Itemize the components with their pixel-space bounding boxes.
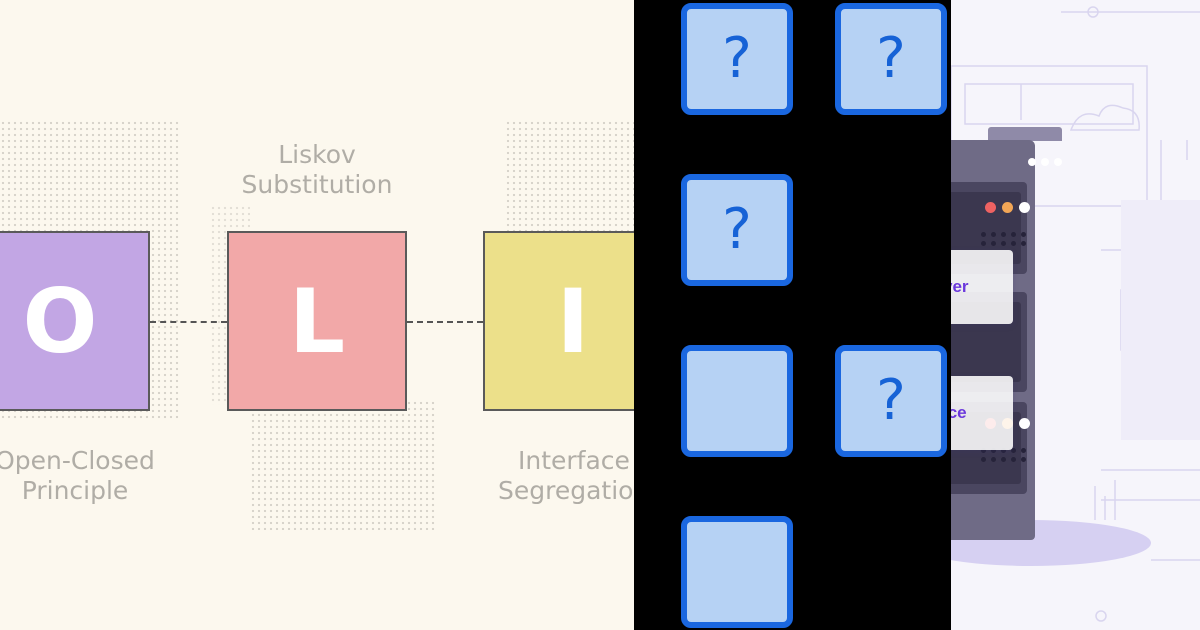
letter-i: I <box>556 269 590 373</box>
vent-grille <box>981 448 1027 462</box>
liskov-substitution-label: Liskov Substitution <box>241 140 393 199</box>
dashed-connector <box>407 321 483 323</box>
question-mark: ? <box>722 26 752 91</box>
status-leds <box>985 202 1030 213</box>
server-cabinet-cap <box>988 127 1062 141</box>
server-illustration-panel: ver ice <box>951 0 1200 630</box>
question-grid-panel: ? ? ? ? <box>634 0 951 630</box>
server-label-card: ver <box>951 250 1013 324</box>
background-line-art <box>951 6 1200 622</box>
question-card[interactable]: ? <box>681 3 793 115</box>
letter-l-box: L <box>227 231 407 411</box>
question-mark: ? <box>722 197 752 262</box>
solid-diagram-panel: Liskov Substitution O L I Open-Closed Pr… <box>0 0 634 630</box>
dot-pattern <box>250 400 435 530</box>
vent-grille <box>981 232 1027 246</box>
dashed-connector <box>150 321 227 323</box>
blank-card[interactable] <box>681 516 793 628</box>
question-mark: ? <box>876 26 906 91</box>
dot-pattern <box>505 120 634 240</box>
cabinet-indicator-dots <box>1028 158 1064 168</box>
question-card[interactable]: ? <box>835 345 947 457</box>
service-label-text: ice <box>951 403 967 422</box>
question-card[interactable]: ? <box>681 174 793 286</box>
blank-card[interactable] <box>681 345 793 457</box>
letter-o-box: O <box>0 231 150 411</box>
open-closed-label: Open-Closed Principle <box>0 446 155 505</box>
letter-o: O <box>22 269 98 373</box>
letter-i-box: I <box>483 231 634 411</box>
interface-segregation-label: Interface Segregation <box>498 446 634 505</box>
service-label-card: ice <box>951 376 1013 450</box>
letter-l: L <box>288 269 346 373</box>
question-mark: ? <box>876 368 906 433</box>
server-label-text: ver <box>951 277 969 296</box>
question-card[interactable]: ? <box>835 3 947 115</box>
